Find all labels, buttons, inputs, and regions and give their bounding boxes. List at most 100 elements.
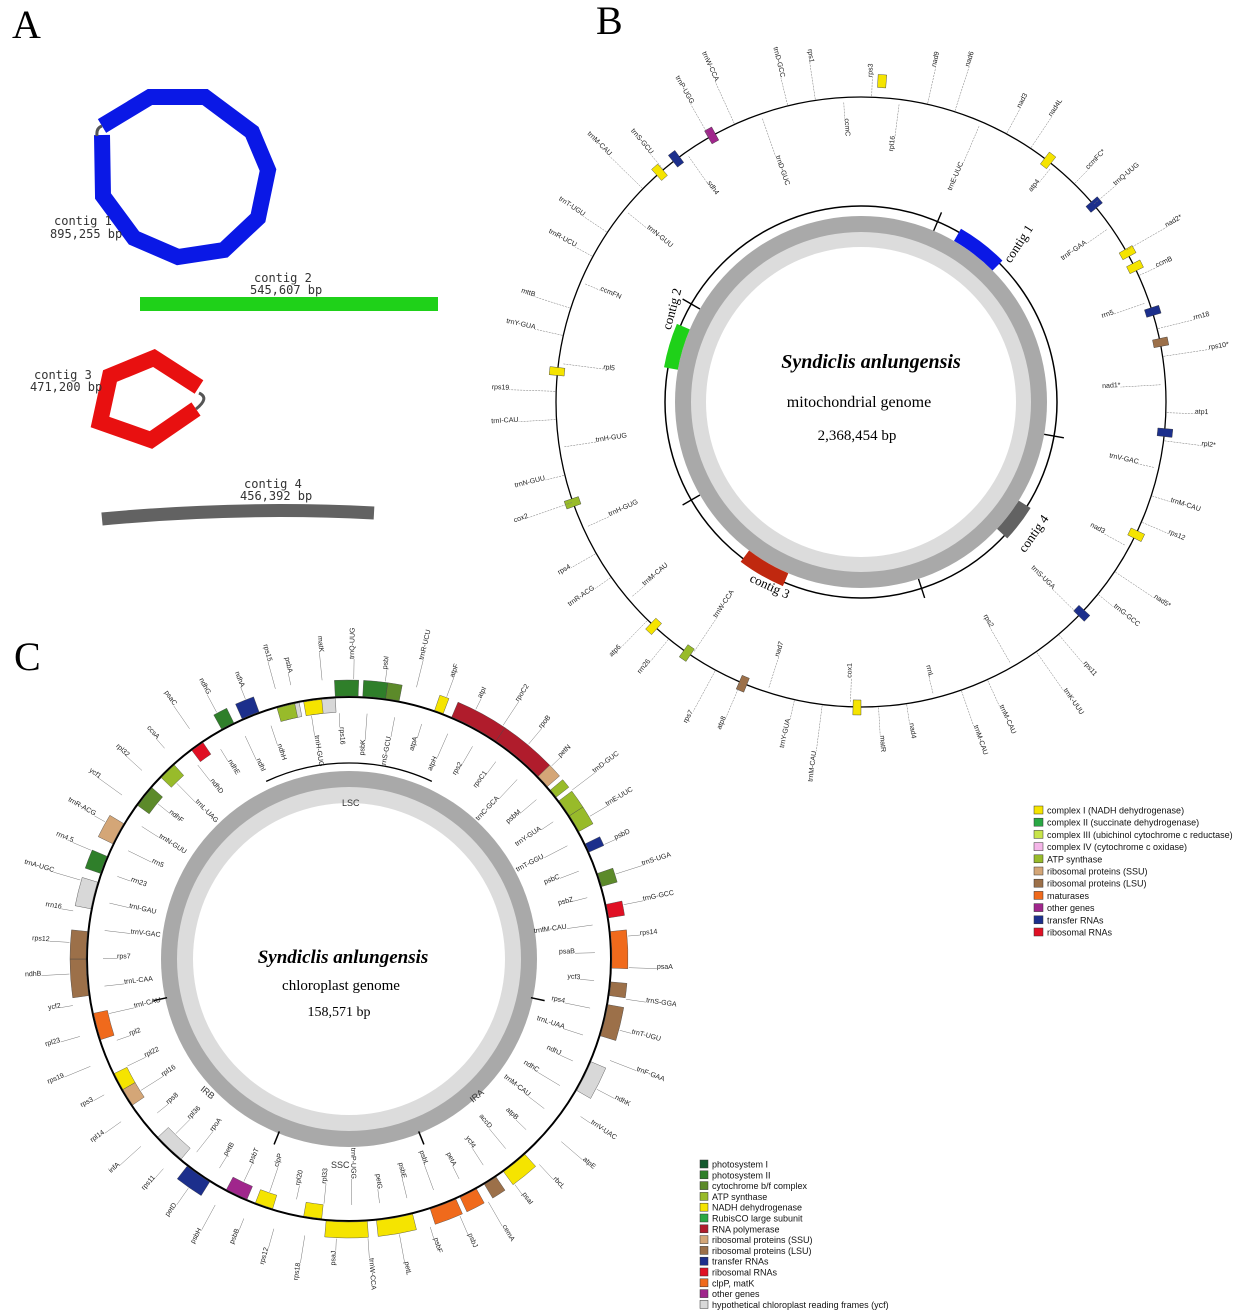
cp-leader-line — [119, 1146, 142, 1166]
cp-gene-label: psbC — [543, 874, 561, 886]
mito-gene-label: ccmB — [1155, 255, 1174, 269]
mito-leader-line — [518, 419, 556, 422]
mito-gene-label: mttB — [520, 287, 536, 298]
mito-leader-line — [927, 67, 936, 104]
cp-gene-mark — [160, 764, 185, 788]
cp-gene-label: psbB — [229, 1227, 242, 1245]
cp-gene-label: rpl33 — [321, 1168, 330, 1184]
contig-1-shape — [94, 89, 277, 266]
mito-leader-line — [563, 363, 604, 370]
mito-gene-label: trnM-CAU — [998, 704, 1017, 735]
mito-gene-label: cox1 — [846, 663, 854, 678]
mito-gene-label: trnM-CAU — [586, 131, 613, 158]
cp-gene-label: ycf1 — [88, 767, 103, 780]
mito-gene-label: trnK-UUU — [1062, 687, 1085, 716]
cp-leader-line — [572, 772, 595, 791]
cp-gene-label: rpl2 — [128, 1027, 141, 1037]
cp-leader-line — [157, 803, 170, 813]
cp-gene-mark — [503, 1154, 536, 1185]
cp-gene-label: ccsA — [145, 725, 160, 741]
mito-legend-label: ribosomal RNAs — [1047, 928, 1113, 938]
mito-leader-line — [1006, 108, 1021, 134]
cp-leader-line — [573, 897, 588, 902]
cp-gene-label: trnL-CAA — [124, 976, 154, 986]
cp-leader-line — [596, 1089, 615, 1099]
mito-leader-line — [1142, 522, 1169, 534]
cp-gene-mark — [114, 1067, 136, 1090]
mito-gene-label: ccmC — [843, 118, 851, 136]
mito-gene-label: atp8 — [716, 715, 728, 730]
cp-gene-label: rpl32 — [114, 743, 130, 759]
cp-leader-line — [537, 1072, 561, 1086]
cp-gene-label: ycf2 — [48, 1003, 62, 1012]
cp-leader-line — [269, 1167, 279, 1192]
mito-gene-label: trnD-GCC — [771, 46, 785, 78]
mito-gene-label: rpl2* — [1201, 441, 1216, 450]
mito-gene-mark — [548, 366, 566, 377]
cp-leader-line — [560, 1054, 573, 1062]
cp-gene-mark — [600, 1004, 624, 1041]
cp-leader-line — [502, 701, 519, 726]
mito-species: Syndiclis anlungensis — [781, 351, 961, 373]
cp-gene-label: petD — [164, 1202, 178, 1218]
mito-leader-line — [1166, 412, 1195, 414]
cp-gene-label: ndhE — [226, 758, 241, 776]
cp-leader-line — [619, 1030, 632, 1034]
cp-gene-mark — [610, 929, 629, 969]
cp-leader-line — [429, 1226, 434, 1239]
cp-leader-line — [339, 713, 341, 728]
cp-gene-label: rpl23 — [44, 1037, 61, 1048]
cp-gene-label: cemA — [501, 1224, 516, 1243]
cp-gene-mark — [93, 1010, 115, 1040]
cp-gene-label: psbE — [397, 1162, 408, 1179]
mito-gene-label: nad4L — [1047, 98, 1064, 118]
mito-legend-label: maturases — [1047, 891, 1090, 901]
mito-leader-line — [816, 705, 823, 752]
cp-gene-label: rpl36 — [186, 1105, 202, 1121]
mito-leader-line — [690, 104, 710, 137]
cp-leader-line — [64, 1066, 91, 1078]
cp-leader-line — [127, 1057, 146, 1067]
mito-gene-mark — [1126, 259, 1144, 274]
cp-ticks — [153, 996, 545, 1145]
mito-leader-line — [534, 296, 570, 309]
cp-leader-line — [437, 733, 449, 758]
cp-gene-label: atpH — [427, 756, 439, 772]
cp-leader-line — [127, 850, 152, 863]
mito-gene-label: ccmFN — [599, 286, 622, 301]
mito-gene-label: trnR-ACG — [567, 585, 596, 608]
mito-gene-label: rpl5 — [603, 364, 616, 372]
cp-gene-label: trnS-GGA — [646, 997, 678, 1008]
cp-gene-label: rpl16 — [160, 1064, 177, 1078]
mito-leader-line — [780, 77, 788, 105]
cp-gene-label: trnT-UGU — [631, 1029, 662, 1043]
mito-leader-line — [1152, 495, 1171, 503]
cp-tick — [417, 1131, 425, 1145]
mito-leader-line — [1114, 303, 1145, 315]
cp-leader-line — [61, 1005, 73, 1008]
mito-leader-line — [564, 441, 597, 448]
mito-gene-label: trnN-GUU — [645, 224, 674, 249]
cp-leader-line — [99, 778, 123, 796]
mito-gene-marks — [548, 74, 1174, 716]
cp-leader-line — [104, 983, 125, 987]
cp-gene-mark — [362, 680, 389, 699]
cp-gene-label: trnN-GUU — [158, 833, 188, 856]
mito-gene-mark — [1152, 336, 1169, 348]
cp-gene-label: rrn23 — [130, 876, 148, 888]
cp-genome-size: 158,571 bp — [308, 1005, 371, 1020]
cp-legend-swatch — [699, 1192, 709, 1201]
cp-legend-label: other genes — [712, 1289, 760, 1299]
cp-leader-line — [580, 1116, 591, 1124]
panel-letter-b: B — [596, 0, 623, 43]
cp-region-arc — [265, 762, 433, 782]
mito-ticks — [682, 212, 1064, 599]
mito-gene-label: trnD-GUC — [774, 155, 791, 187]
cp-gene-label: rpoC2 — [514, 683, 530, 703]
cp-gene-label: rpoC1 — [472, 770, 489, 790]
cp-leader-line — [580, 979, 595, 981]
cp-gene-label: psaA — [657, 964, 673, 972]
contig-1-size: 895,255 bp — [50, 227, 122, 241]
cp-gene-label: psbH — [190, 1227, 204, 1245]
